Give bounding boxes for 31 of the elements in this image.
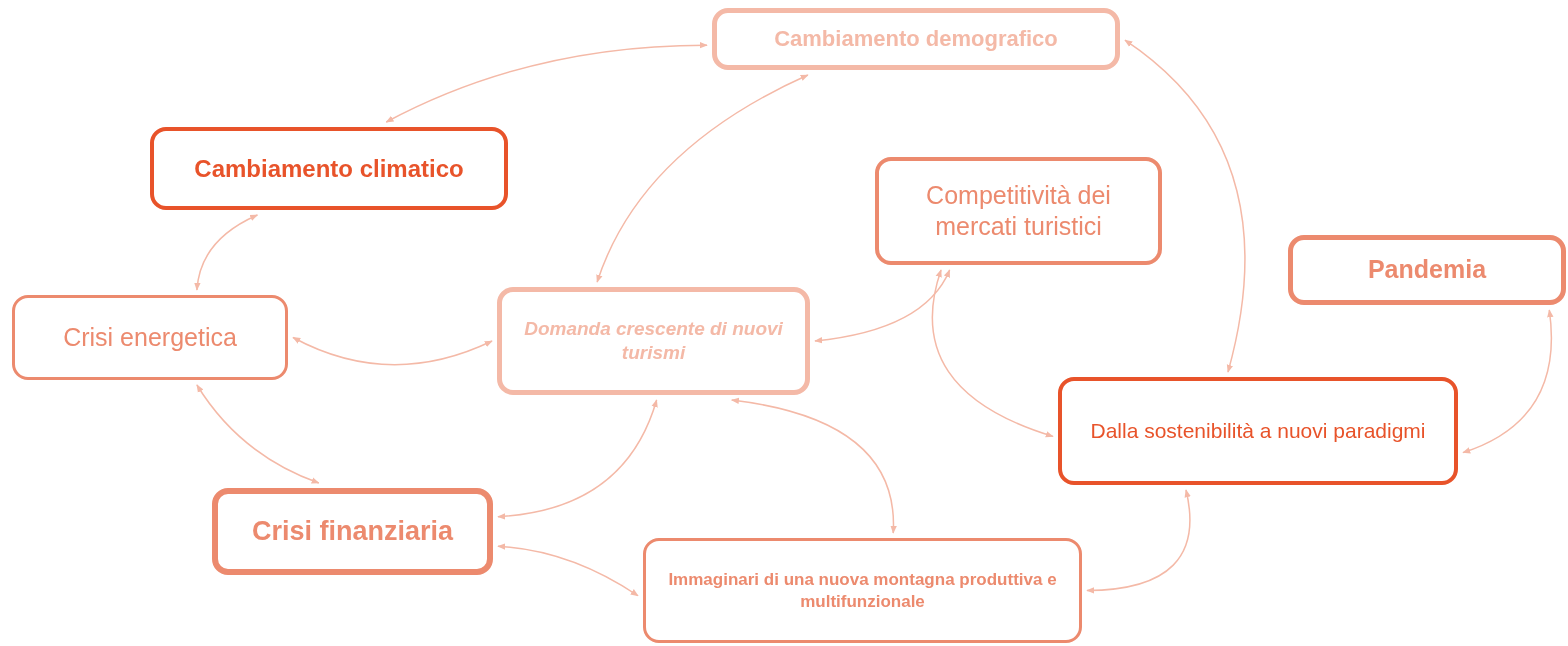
- double-headed-arrow: [931, 269, 1054, 438]
- double-headed-arrow: [1124, 39, 1246, 373]
- concept-label: Crisi energetica: [63, 321, 237, 353]
- double-headed-arrow: [1462, 309, 1554, 454]
- concept-box: [643, 538, 1082, 643]
- concept-box: [497, 287, 810, 395]
- double-headed-arrow: [194, 214, 259, 291]
- concept-box: [875, 157, 1162, 265]
- double-headed-arrow: [730, 397, 897, 534]
- concept-label: Competitività dei mercati turistici: [925, 179, 1112, 242]
- double-headed-arrow: [292, 336, 493, 366]
- double-headed-arrow: [497, 543, 639, 597]
- concept-label: Immaginari di una nuova montagna produttiva e multifunzionale: [667, 569, 1058, 612]
- concept-box: [1288, 235, 1566, 305]
- concept-label: Dalla sostenibilità a nuovi paradigmi: [1090, 417, 1426, 444]
- double-headed-arrow: [497, 399, 658, 520]
- double-headed-arrow: [196, 384, 320, 484]
- double-headed-arrow: [385, 42, 708, 123]
- double-headed-arrow: [1086, 489, 1191, 594]
- double-headed-arrow: [596, 74, 809, 283]
- concept-box: [1058, 377, 1458, 485]
- concept-box: [212, 488, 493, 575]
- concept-label: Cambiamento climatico: [194, 153, 464, 184]
- concept-label: Crisi finanziaria: [251, 514, 454, 548]
- concept-box: [150, 127, 508, 210]
- concept-label: Pandemia: [1367, 254, 1487, 286]
- concept-box: [712, 8, 1120, 70]
- concept-label: Domanda crescente di nuovi turismi: [523, 317, 784, 365]
- concept-box: [12, 295, 288, 380]
- double-headed-arrow: [814, 269, 951, 344]
- concept-label: Cambiamento demografico: [774, 25, 1058, 53]
